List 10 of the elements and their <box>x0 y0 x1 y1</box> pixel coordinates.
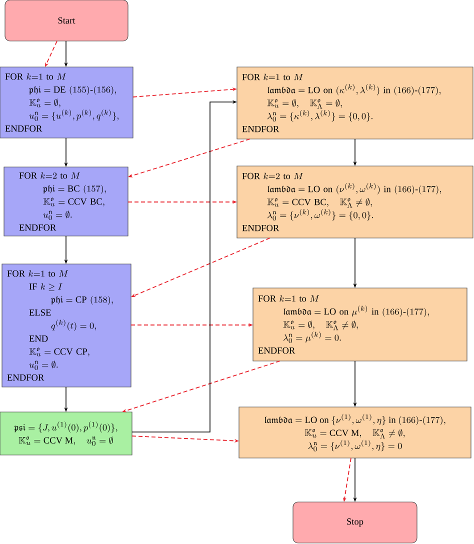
process-box: $\mathrm{FOR}\ k{=}1\ \mathrm{to}\ M$ $\mathfrak{lambda} = \mathrm{LO\ on}\ \mu^{(k)}\ \mathrm{in}\ (166)\mbox{-}(177),$ $\mathbb{K}_u^{\mathfrak{o}} = \emptyset,\quad \mathbb{K}_\Lambda^{\mathfrak{o}} \neq \emptyset,$ $\lambda_0^{\mathfrak{n}} = \mu^{(k)} = 0.$ $\mathrm{ENDFOR}$ <box>252 288 468 362</box>
terminal-box: Start <box>4 0 128 42</box>
process-box: $\mathrm{FOR}\ k{=}2\ \mathrm{to}\ M$ $\mathfrak{phi} = \mathrm{BC}\ (157),$ $\mathbb{K}_u^{\mathfrak{o}} = \mathrm{CCV\ BC},$ $u_0^{\mathfrak{n}} = \emptyset.$ $\mathrm{ENDFOR}$ <box>4 166 128 236</box>
process-box: $\mathrm{FOR}\ k{=}2\ \mathrm{to}\ M$ $\mathfrak{lambda} = \mathrm{LO\ on}\ (\nu^{(k)}, \omega^{(k)})\ \mathrm{in}\ (166)\mbox{-}(177),$ $\mathbb{K}_u^{\mathfrak{o}} = \mathrm{CCV\ BC},\quad \mathbb{K}_\Lambda^{\mathfrak{o}} \neq \emptyset,$ $\lambda_0^{\mathfrak{n}} = \{\nu^{(k)}, \omega^{(k)}\} = \{0, 0\}.$ $\mathrm{ENDFOR}$ <box>236 166 474 238</box>
terminal-box: Stop <box>292 502 418 544</box>
process-box: $\mathrm{FOR}\ k{=}1\ \mathrm{to}\ M$ $\mathfrak{phi} = \mathrm{DE}\ (155)\mbox{-}(156),$ $\mathbb{K}_u^{\mathfrak{o}} = \emptyset,$ $u_0^{\mathfrak{n}} = \{u^{(k)}, p^{(k)}, q^{(k)}\},$ $\mathrm{ENDFOR}$ <box>0 66 134 138</box>
process-box: $\mathrm{FOR}\ k{=}1\ \mathrm{to}\ M$ $\mathrm{IF}\ k \geq I$ $\mathfrak{phi} = \mathrm{CP}\ (158),$ $\mathrm{ELSE}$ $q^{(k)}(t) = 0,$ $\mathrm{END}$ $\mathbb{K}_u^{\mathfrak{o}} = \mathrm{CCV\ CP},$ $u_0^{\mathfrak{n}} = \emptyset.$ $\mathrm{ENDFOR}$ <box>2 264 132 388</box>
process-box: $\mathfrak{lambda} = \mathrm{LO\ on}\ \{\nu^{(1)}, \omega^{(1)}, \eta\}\ \mathrm{in}\ (166)\mbox{-}(177),$ $\mathbb{K}_u^{\mathfrak{o}} = \mathrm{CCV\ M},\quad \mathbb{K}_\Lambda^{\mathfrak{o}} \neq \emptyset,$ $\lambda_0^{\mathfrak{n}} = \{\nu^{(1)}, \omega^{(1)}, \eta\} = 0$ <box>238 406 472 458</box>
process-box: $\mathrm{FOR}\ k{=}1\ \mathrm{to}\ M$ $\mathfrak{lambda} = \mathrm{LO\ on}\ (\kappa^{(k)}, \lambda^{(k)})\ \mathrm{in}\ (166)\mbox{-}(177),$ $\mathbb{K}_u^{\mathfrak{o}} = \emptyset,\quad \mathbb{K}_\Lambda^{\mathfrak{o}} = \emptyset,$ $\lambda_0^{\mathfrak{n}} = \{\kappa^{(k)}, \lambda^{(k)}\} = \{0, 0\}.$ $\mathrm{ENDFOR}$ <box>236 66 474 140</box>
process-box: $\mathfrak{psi} = \{J, u^{(1)}(0), p^{(1)}(0)\},$ $\mathbb{K}_u^{\mathfrak{o}} = \mathrm{CCV\ M},\quad u_0^{\mathfrak{n}} = \emptyset$ <box>0 412 132 456</box>
